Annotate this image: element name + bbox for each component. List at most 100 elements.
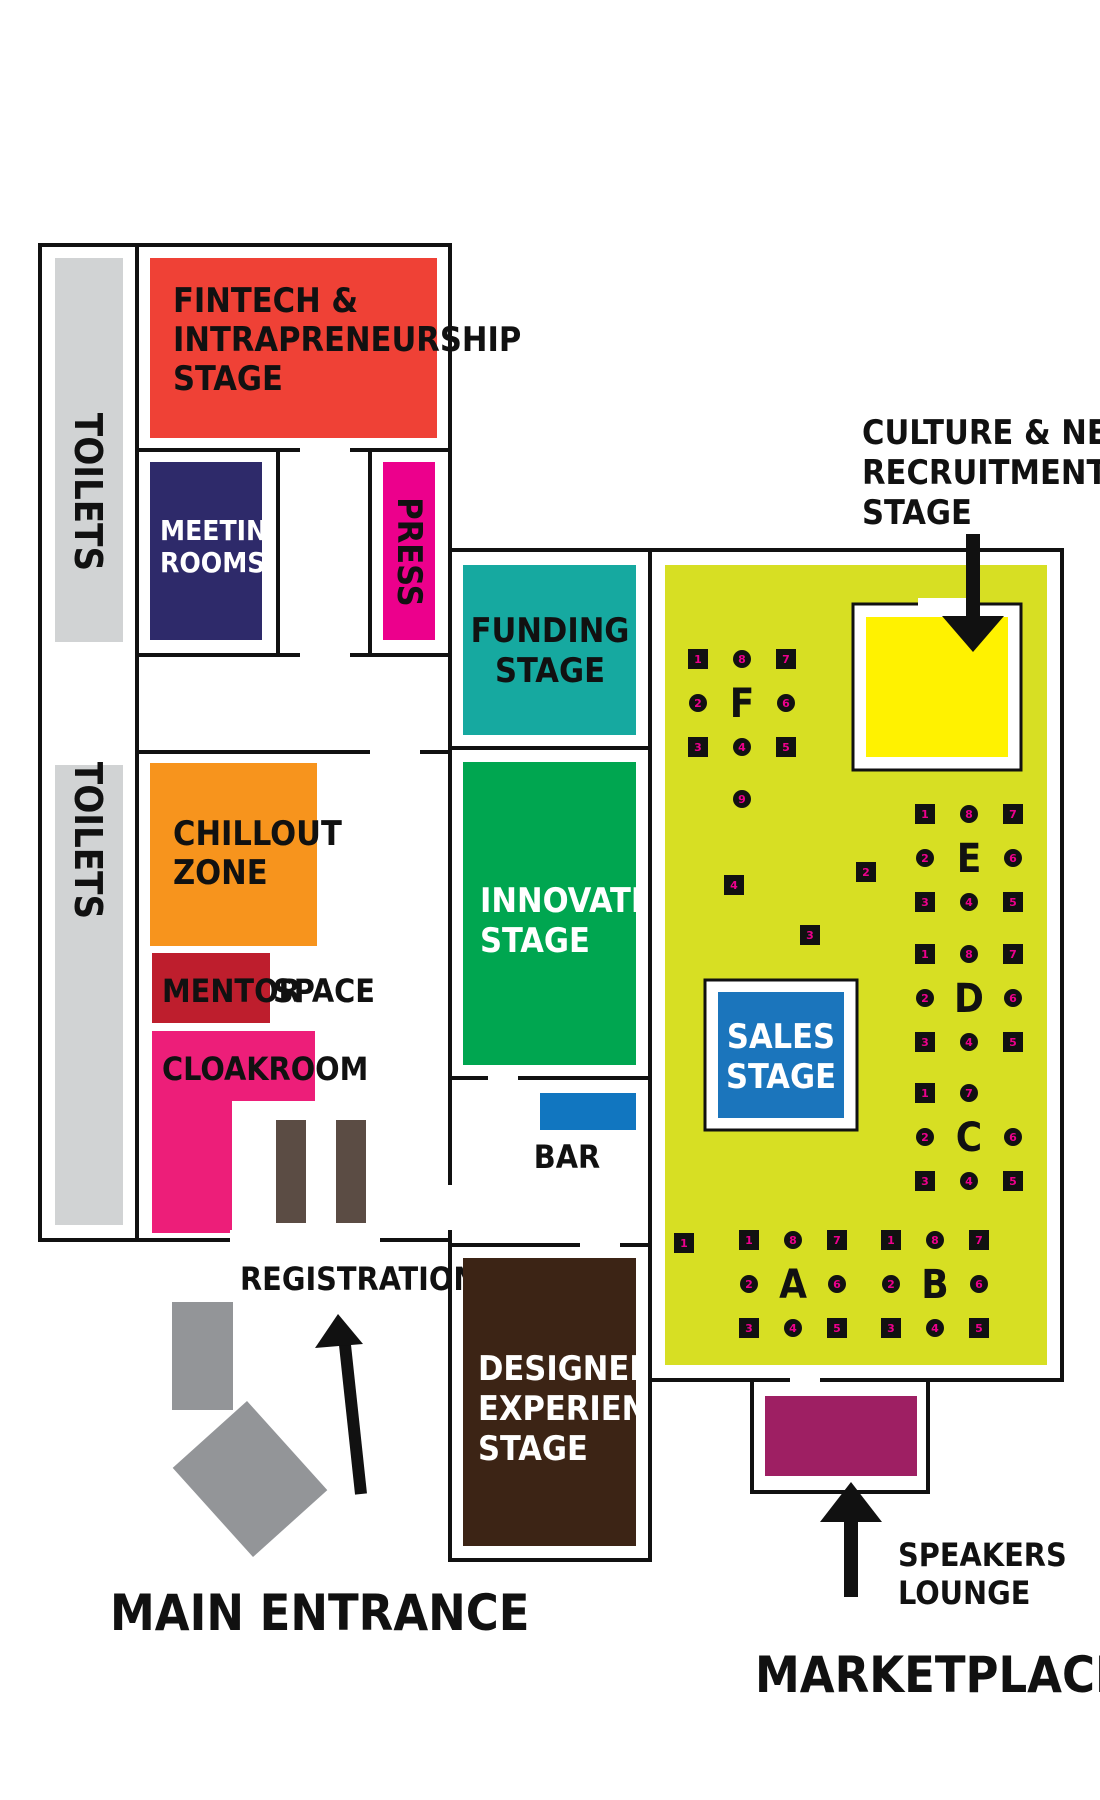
booth-a-3[interactable]: 3 bbox=[739, 1318, 759, 1338]
booth-f-6[interactable]: 6 bbox=[777, 694, 795, 712]
bar-label: BAR bbox=[534, 1138, 600, 1176]
booth-e-6[interactable]: 6 bbox=[1004, 849, 1022, 867]
booth-a-4[interactable]: 4 bbox=[784, 1319, 802, 1337]
booth-e-2[interactable]: 2 bbox=[916, 849, 934, 867]
booth-d-1[interactable]: 1 bbox=[915, 944, 935, 964]
press-room[interactable] bbox=[383, 462, 435, 640]
booth-f-7[interactable]: 7 bbox=[776, 649, 796, 669]
booth-e-4[interactable]: 4 bbox=[960, 893, 978, 911]
toilets-bottom-area[interactable] bbox=[55, 765, 123, 1225]
booth-group-letter-d: D bbox=[954, 976, 984, 1022]
booth-number: 1 bbox=[921, 948, 929, 961]
entrance-block-upright bbox=[172, 1302, 233, 1410]
designed-experience-stage[interactable] bbox=[463, 1258, 636, 1546]
booth-standalone-1[interactable]: 1 bbox=[674, 1233, 694, 1253]
culture-arrow-head bbox=[942, 616, 1004, 652]
mentor-space[interactable] bbox=[152, 953, 270, 1023]
meeting-rooms[interactable] bbox=[150, 462, 262, 640]
toilets-top-label: TOILETS bbox=[66, 413, 110, 571]
booth-a-2[interactable]: 2 bbox=[740, 1275, 758, 1293]
booth-number: 3 bbox=[745, 1322, 753, 1335]
booth-c-4[interactable]: 4 bbox=[960, 1172, 978, 1190]
sales-stage[interactable] bbox=[718, 992, 844, 1118]
booth-b-7[interactable]: 7 bbox=[969, 1230, 989, 1250]
booth-a-5[interactable]: 5 bbox=[827, 1318, 847, 1338]
booth-number: 3 bbox=[806, 929, 814, 942]
booth-c-1[interactable]: 1 bbox=[915, 1083, 935, 1103]
booth-b-2[interactable]: 2 bbox=[882, 1275, 900, 1293]
innovation-label-line-2: STAGE bbox=[480, 921, 590, 961]
booth-a-7[interactable]: 7 bbox=[827, 1230, 847, 1250]
booth-f-2[interactable]: 2 bbox=[689, 694, 707, 712]
booth-d-2[interactable]: 2 bbox=[916, 989, 934, 1007]
booth-standalone-3[interactable]: 3 bbox=[800, 925, 820, 945]
booth-number: 6 bbox=[1009, 852, 1017, 865]
booth-group-letter-a: A bbox=[779, 1262, 807, 1308]
booth-number: 5 bbox=[833, 1322, 841, 1335]
booth-number: 6 bbox=[782, 697, 790, 710]
booth-standalone-2[interactable]: 2 bbox=[856, 862, 876, 882]
booth-number: 7 bbox=[975, 1234, 983, 1247]
booth-b-4[interactable]: 4 bbox=[926, 1319, 944, 1337]
booth-d-3[interactable]: 3 bbox=[915, 1032, 935, 1052]
fintech-label-line-1: FINTECH & bbox=[173, 281, 358, 321]
booth-e-7[interactable]: 7 bbox=[1003, 804, 1023, 824]
booth-b-1[interactable]: 1 bbox=[881, 1230, 901, 1250]
booth-f-8[interactable]: 8 bbox=[733, 650, 751, 668]
booth-b-5[interactable]: 5 bbox=[969, 1318, 989, 1338]
cloakroom[interactable] bbox=[152, 1031, 315, 1233]
booth-e-5[interactable]: 5 bbox=[1003, 892, 1023, 912]
toilets-top-area[interactable] bbox=[55, 258, 123, 642]
booth-number: 2 bbox=[921, 1131, 929, 1144]
booth-b-8[interactable]: 8 bbox=[926, 1231, 944, 1249]
booth-e-3[interactable]: 3 bbox=[915, 892, 935, 912]
booth-number: 5 bbox=[1009, 896, 1017, 909]
booth-c-6[interactable]: 6 bbox=[1004, 1128, 1022, 1146]
speakers-lounge[interactable] bbox=[765, 1396, 917, 1476]
booth-a-1[interactable]: 1 bbox=[739, 1230, 759, 1250]
funding-label-line-1: FUNDING bbox=[471, 611, 630, 651]
booth-number: 8 bbox=[965, 808, 973, 821]
booth-number: 7 bbox=[1009, 948, 1017, 961]
culture-recruitment-stage[interactable] bbox=[866, 617, 1008, 757]
booth-f-3[interactable]: 3 bbox=[688, 737, 708, 757]
booth-a-6[interactable]: 6 bbox=[828, 1275, 846, 1293]
booth-e-1[interactable]: 1 bbox=[915, 804, 935, 824]
booth-d-6[interactable]: 6 bbox=[1004, 989, 1022, 1007]
innovation-stage[interactable] bbox=[463, 762, 636, 1065]
booth-b-6[interactable]: 6 bbox=[970, 1275, 988, 1293]
booth-f-9[interactable]: 9 bbox=[733, 790, 751, 808]
booth-f-5[interactable]: 5 bbox=[776, 737, 796, 757]
booth-f-4[interactable]: 4 bbox=[733, 738, 751, 756]
booth-c-5[interactable]: 5 bbox=[1003, 1171, 1023, 1191]
booth-c-7[interactable]: 7 bbox=[960, 1084, 978, 1102]
booth-number: 1 bbox=[680, 1237, 688, 1250]
sales-label-line-1: SALES bbox=[727, 1017, 835, 1057]
booth-d-5[interactable]: 5 bbox=[1003, 1032, 1023, 1052]
funding-stage[interactable] bbox=[463, 565, 636, 735]
chillout-zone[interactable] bbox=[150, 763, 317, 946]
toilets-bottom-label: TOILETS bbox=[66, 761, 110, 919]
booth-e-8[interactable]: 8 bbox=[960, 805, 978, 823]
booth-a-8[interactable]: 8 bbox=[784, 1231, 802, 1249]
fintech-intrapreneurship-stage[interactable] bbox=[150, 258, 437, 438]
booth-number: 1 bbox=[887, 1234, 895, 1247]
booth-b-3[interactable]: 3 bbox=[881, 1318, 901, 1338]
booth-c-3[interactable]: 3 bbox=[915, 1171, 935, 1191]
corridor-gap-1 bbox=[300, 440, 350, 460]
booth-standalone-4[interactable]: 4 bbox=[724, 875, 744, 895]
booth-number: 5 bbox=[975, 1322, 983, 1335]
booth-d-4[interactable]: 4 bbox=[960, 1033, 978, 1051]
booth-d-7[interactable]: 7 bbox=[1003, 944, 1023, 964]
bar-counter[interactable] bbox=[540, 1093, 636, 1130]
speakers-label-line-2: LOUNGE bbox=[898, 1574, 1030, 1612]
booth-number: 6 bbox=[1009, 1131, 1017, 1144]
registration-desk-left[interactable] bbox=[276, 1120, 306, 1223]
booth-d-8[interactable]: 8 bbox=[960, 945, 978, 963]
mid-gap-2 bbox=[580, 1235, 620, 1255]
booth-c-2[interactable]: 2 bbox=[916, 1128, 934, 1146]
booth-f-1[interactable]: 1 bbox=[688, 649, 708, 669]
registration-desk-right[interactable] bbox=[336, 1120, 366, 1223]
